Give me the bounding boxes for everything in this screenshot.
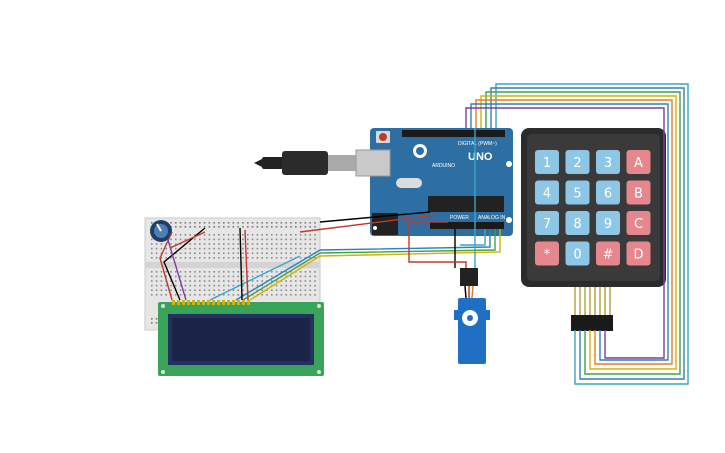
keypad-ribbon — [574, 287, 611, 315]
analog-header — [430, 222, 504, 229]
servo-motor[interactable] — [454, 268, 490, 364]
keypad-key-label: # — [603, 248, 614, 263]
wire-keypad-7 — [465, 107, 665, 359]
keypad-key-label: B — [634, 187, 643, 202]
keypad-key-6[interactable]: 6 — [596, 180, 620, 205]
keypad-key-5[interactable]: 5 — [565, 180, 590, 205]
digital-header — [402, 130, 505, 137]
wire-cyan — [460, 229, 486, 246]
wire-5v-servo — [408, 221, 467, 268]
lcd-pin-header — [172, 300, 250, 305]
brand-label: ARDUINO — [432, 163, 455, 169]
keypad-connector — [571, 315, 613, 331]
keypad-key-hash[interactable]: # — [596, 241, 620, 266]
keypad-key-label: 8 — [573, 217, 581, 232]
wire-keypad-3 — [485, 91, 681, 375]
keypad-key-b[interactable]: B — [626, 180, 651, 205]
keypad-key-label: 6 — [604, 187, 612, 202]
keypad-key-1[interactable]: 1 — [535, 150, 559, 174]
keypad[interactable]: 1 2 3 A 4 5 6 B 7 8 9 C * 0 # D — [521, 128, 666, 331]
lcd-display[interactable] — [158, 300, 324, 376]
keypad-key-label: 7 — [543, 217, 551, 232]
lcd-screen — [172, 318, 310, 361]
wire-gnd-bb — [319, 211, 431, 223]
keypad-key-8[interactable]: 8 — [565, 211, 590, 235]
keypad-key-c[interactable]: C — [626, 211, 651, 235]
usb-cable — [254, 151, 356, 175]
keypad-key-label: 5 — [573, 187, 581, 202]
keypad-key-label: D — [633, 248, 643, 263]
wire-green — [319, 229, 496, 254]
keypad-key-a[interactable]: A — [626, 150, 651, 174]
keypad-key-label: * — [544, 248, 551, 263]
usb-port — [355, 149, 391, 177]
keypad-key-star[interactable]: * — [535, 241, 559, 266]
uno-logo: UNO — [468, 151, 493, 163]
keypad-key-label: 1 — [543, 156, 551, 171]
digital-label: DIGITAL (PWM~) — [458, 141, 497, 147]
keypad-key-d[interactable]: D — [626, 241, 651, 266]
wires — [159, 83, 689, 385]
wire-blue — [319, 229, 491, 251]
keypad-key-3[interactable]: 3 — [596, 150, 620, 174]
keypad-key-7[interactable]: 7 — [535, 211, 559, 235]
keypad-key-label: 4 — [543, 187, 551, 202]
keypad-key-label: 3 — [604, 156, 612, 171]
keypad-key-4[interactable]: 4 — [535, 180, 559, 205]
wire-yellow — [319, 229, 501, 257]
keypad-key-label: A — [634, 156, 643, 171]
power-jack — [372, 213, 398, 235]
keypad-key-label: 0 — [573, 248, 581, 263]
keypad-key-label: 2 — [573, 156, 581, 171]
arduino-board[interactable]: UNO ARDUINO DIGITAL (PWM~) POWER ANALOG … — [355, 128, 513, 236]
microcontroller-chip — [428, 196, 504, 212]
keypad-key-label: C — [634, 217, 643, 232]
keypad-key-label: 9 — [604, 217, 612, 232]
wire-5v-bb — [299, 214, 436, 233]
keypad-key-9[interactable]: 9 — [596, 211, 620, 235]
analog-label: ANALOG IN — [478, 215, 506, 221]
wire-keypad-4 — [480, 95, 677, 370]
power-label: POWER — [450, 215, 469, 221]
potentiometer[interactable] — [150, 220, 172, 242]
keypad-key-0[interactable]: 0 — [565, 241, 590, 266]
servo-connector — [460, 268, 478, 286]
keypad-key-2[interactable]: 2 — [565, 150, 590, 174]
wire-keypad-2 — [490, 87, 685, 380]
